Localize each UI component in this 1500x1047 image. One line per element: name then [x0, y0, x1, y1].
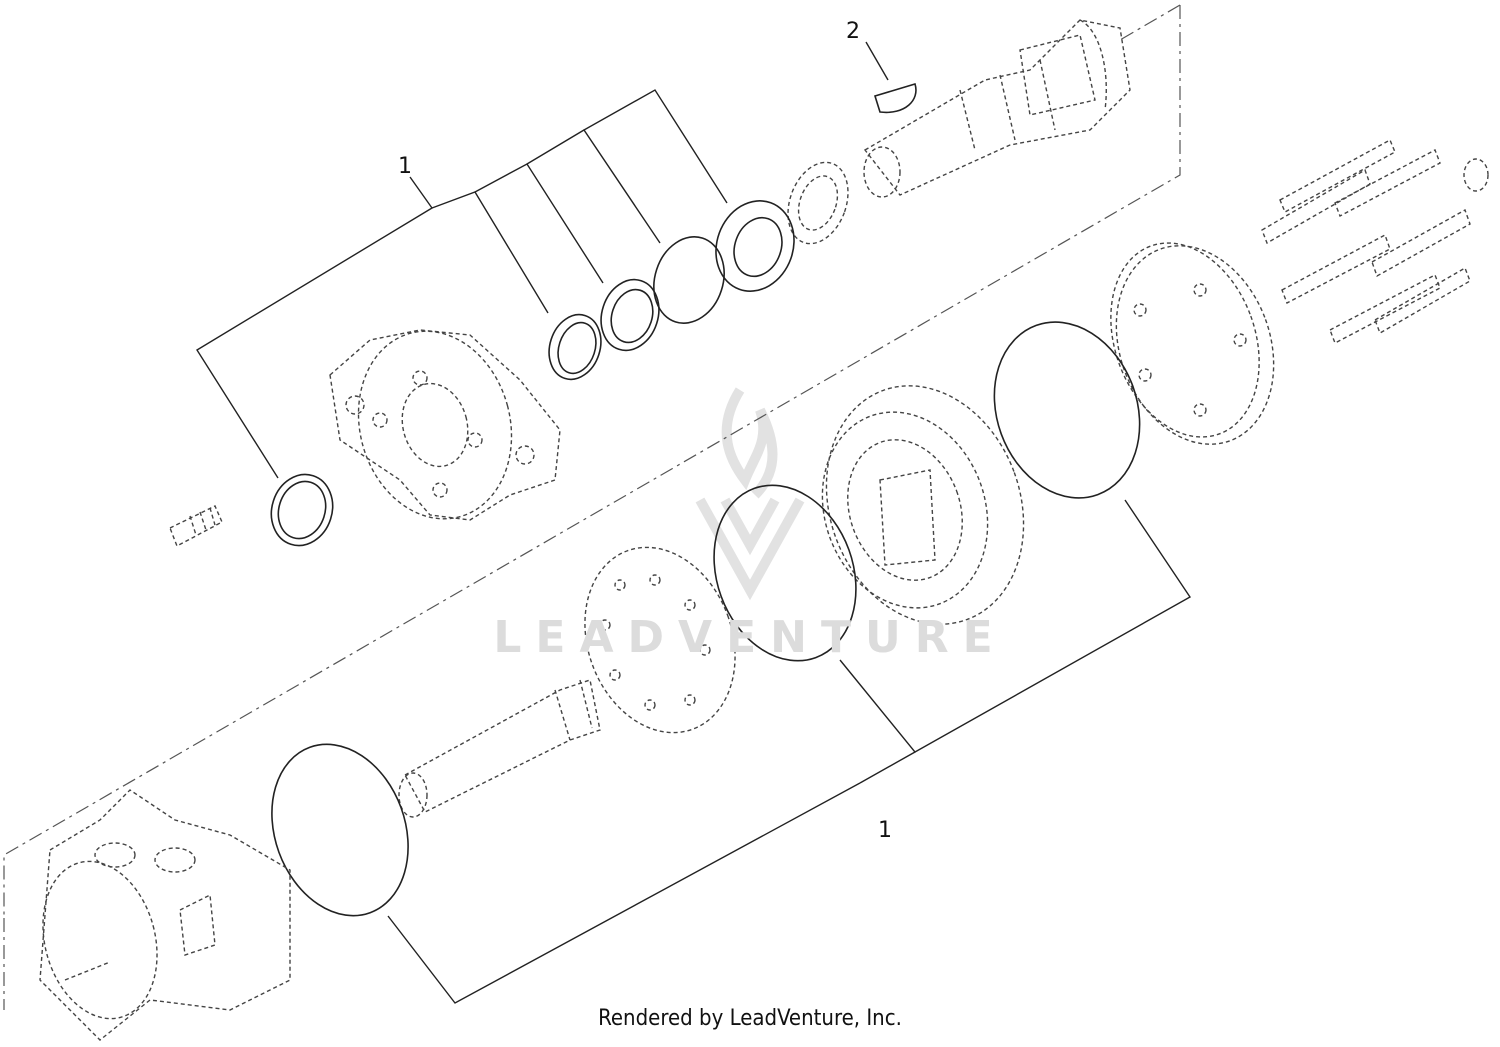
render-credit: Rendered by LeadVenture, Inc. — [598, 1006, 902, 1031]
o-ring-housing — [271, 743, 409, 917]
drive-shaft — [398, 679, 601, 818]
o-ring-gerotor — [713, 484, 857, 662]
valve-plate — [584, 546, 736, 734]
shaft-seal — [715, 200, 795, 292]
gerotor-set — [821, 385, 1025, 625]
motor-housing — [39, 789, 291, 1041]
output-shaft — [863, 19, 1131, 198]
watermark-logo-icon — [695, 387, 805, 601]
callout-2: 2 — [846, 19, 860, 44]
cap-screws — [1261, 139, 1489, 344]
o-ring-small — [653, 236, 725, 324]
mounting-flange — [329, 329, 561, 521]
assembly-dashed-outline — [3, 4, 1181, 1010]
leader-lines-upper-kit — [196, 89, 728, 479]
o-ring-end-cap — [993, 321, 1141, 499]
exclusion-seal — [270, 473, 334, 547]
thrust-bearing — [787, 161, 849, 245]
woodruff-key — [873, 83, 917, 114]
end-cap — [1110, 242, 1275, 445]
leader-line-key — [865, 41, 889, 81]
backup-ring — [600, 278, 660, 352]
watermark-text: LEADVENTURE — [493, 612, 1007, 663]
callout-1-lower: 1 — [878, 818, 892, 843]
dust-seal — [548, 313, 602, 381]
leader-lines-lower-kit — [387, 499, 1192, 1004]
pipe-plug — [169, 505, 223, 547]
callout-1-upper: 1 — [398, 154, 412, 179]
